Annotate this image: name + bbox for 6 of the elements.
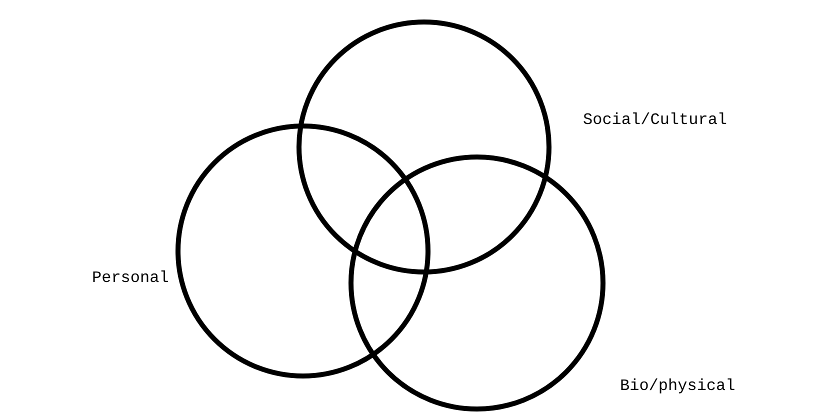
venn-circle [176,124,430,378]
set-label: Bio/physical [620,376,736,397]
venn-circle [348,154,606,412]
set-label: Personal [92,268,169,289]
venn-circle [296,20,552,274]
set-label: Social/Cultural [583,110,728,131]
